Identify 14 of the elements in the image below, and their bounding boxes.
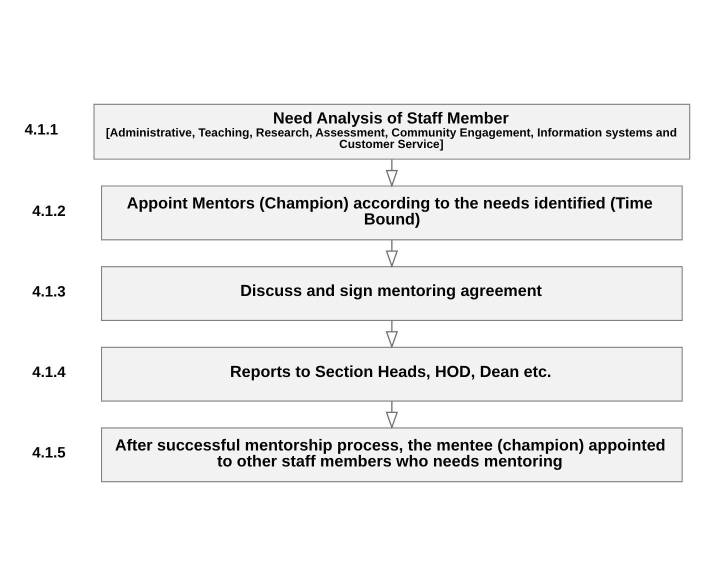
node-box: After successful mentorship process, the mentee (champion) appointed to other staff members who needs mentoring [101, 427, 683, 482]
arrow [386, 160, 398, 188]
node-box: Need Analysis of Staff Member [Administrative, Teaching, Research, Assessment, Community Engagement, Information systems and Customer Service] [93, 104, 690, 160]
arrow [386, 240, 398, 268]
arrow [386, 320, 398, 349]
node-label: 4.1.5 [32, 444, 66, 462]
node-label: 4.1.2 [32, 202, 66, 220]
node-box: Reports to Section Heads, HOD, Dean etc. [101, 346, 683, 402]
node-label: 4.1.3 [32, 283, 66, 300]
arrow [386, 401, 398, 430]
node-box: Discuss and sign mentoring agreement [101, 266, 683, 321]
node-label: 4.1.4 [32, 364, 66, 382]
node-label: 4.1.1 [24, 122, 58, 139]
node-box: Appoint Mentors (Champion) according to the needs identified (Time Bound) [101, 185, 683, 240]
